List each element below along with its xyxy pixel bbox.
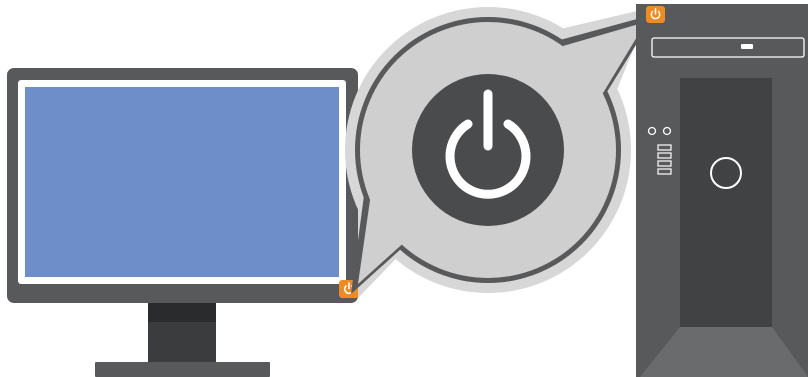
monitor-stand-neck-top — [148, 303, 216, 322]
monitor-stand-base — [95, 362, 270, 377]
tower — [636, 4, 808, 377]
tower-drive-eject — [741, 44, 753, 49]
tower-front-panel — [680, 78, 772, 327]
monitor-screen[interactable] — [25, 87, 339, 277]
power-callout — [345, 7, 655, 298]
monitor — [7, 68, 359, 377]
tower-power-button[interactable] — [646, 6, 665, 23]
